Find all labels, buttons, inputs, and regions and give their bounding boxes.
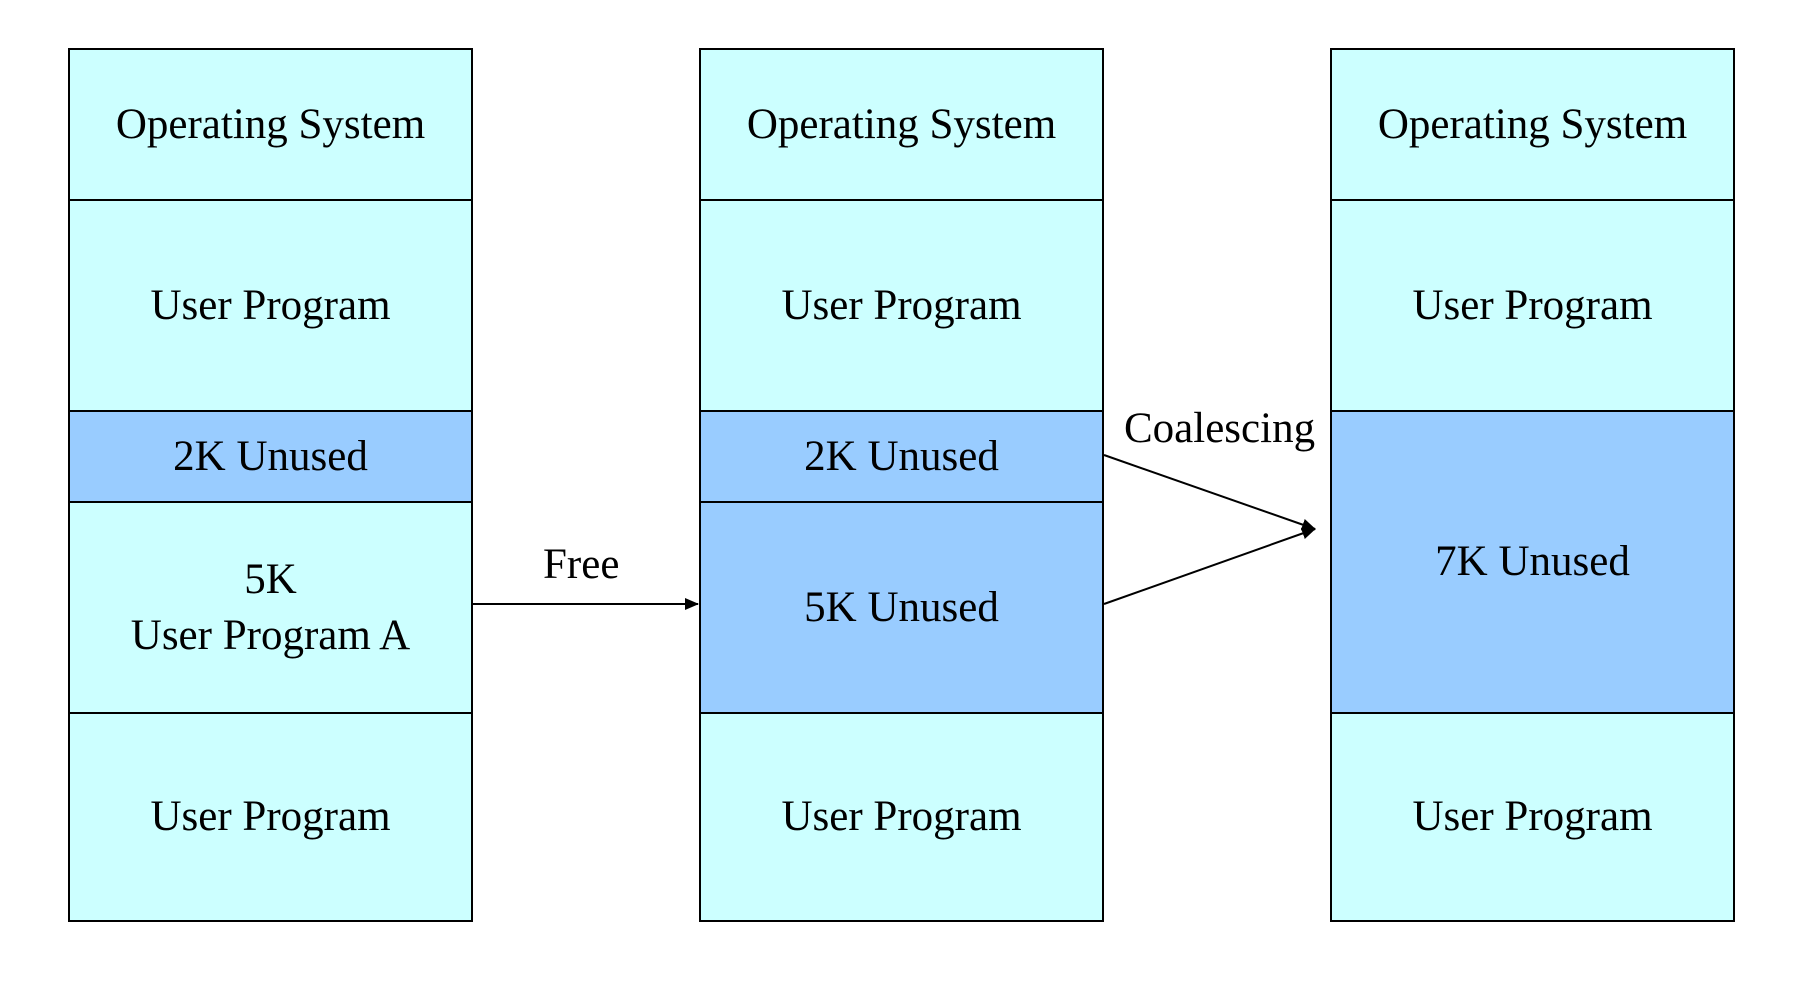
os-block: Operating System bbox=[701, 50, 1102, 199]
user-program-block: User Program bbox=[70, 712, 471, 920]
user-program-block: User Program bbox=[701, 712, 1102, 920]
user-program-label: User Program bbox=[150, 793, 391, 840]
user-program-label: User Program bbox=[1412, 281, 1653, 329]
os-block: Operating System bbox=[1332, 50, 1733, 199]
os-label: Operating System bbox=[746, 100, 1057, 148]
unused-2k-label: 2K Unused bbox=[804, 432, 999, 480]
coalesce-arrow-upper bbox=[1103, 454, 1316, 531]
user-program-a-block: 5K User Program A bbox=[70, 501, 471, 712]
coalesce-arrow-lower bbox=[1103, 527, 1316, 605]
user-program-label: User Program bbox=[150, 281, 391, 329]
user-program-a-label: User Program A bbox=[130, 611, 411, 659]
os-label: Operating System bbox=[1377, 100, 1688, 148]
size-5k-label: 5K bbox=[244, 555, 297, 603]
user-program-block: User Program bbox=[1332, 199, 1733, 410]
os-label: Operating System bbox=[115, 100, 426, 148]
user-program-label: User Program bbox=[781, 281, 1022, 329]
unused-2k-block: 2K Unused bbox=[70, 410, 471, 501]
user-program-block: User Program bbox=[701, 199, 1102, 410]
memory-map-before: Operating System User Program 2K Unused … bbox=[68, 48, 473, 922]
unused-5k-block: 5K Unused bbox=[701, 501, 1102, 712]
unused-7k-label: 7K Unused bbox=[1435, 538, 1630, 585]
memory-map-after-coalescing: Operating System User Program 7K Unused … bbox=[1330, 48, 1735, 922]
unused-5k-label: 5K Unused bbox=[804, 583, 999, 631]
unused-2k-block: 2K Unused bbox=[701, 410, 1102, 501]
user-program-label: User Program bbox=[781, 793, 1022, 840]
user-program-block: User Program bbox=[1332, 712, 1733, 920]
free-label: Free bbox=[543, 541, 620, 588]
memory-map-after-free: Operating System User Program 2K Unused … bbox=[699, 48, 1104, 922]
unused-7k-block: 7K Unused bbox=[1332, 410, 1733, 712]
user-program-label: User Program bbox=[1412, 793, 1653, 840]
unused-2k-label: 2K Unused bbox=[173, 432, 368, 480]
coalescing-label: Coalescing bbox=[1124, 405, 1316, 452]
os-block: Operating System bbox=[70, 50, 471, 199]
user-program-block: User Program bbox=[70, 199, 471, 410]
